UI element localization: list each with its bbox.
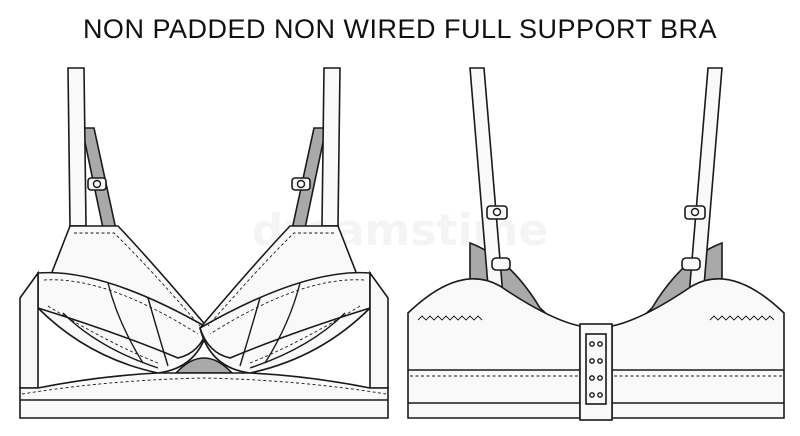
left-back-slider [486, 205, 508, 220]
right-back-slider [684, 205, 706, 220]
right-back-ring [681, 257, 701, 271]
left-side-panel [19, 270, 39, 389]
back-view-sketch [407, 67, 785, 421]
left-strap-slider [87, 177, 107, 191]
hook-eye-closure [579, 323, 613, 421]
right-back-band [611, 278, 785, 419]
right-side-panel [369, 270, 389, 389]
left-cup [37, 225, 209, 374]
left-back-band [407, 278, 581, 419]
left-back-ring [491, 257, 511, 271]
front-view-sketch [19, 67, 389, 419]
right-strap-slider [291, 177, 311, 191]
page-title: NON PADDED NON WIRED FULL SUPPORT BRA [82, 14, 718, 44]
underband [19, 372, 389, 419]
right-cup [199, 225, 371, 374]
